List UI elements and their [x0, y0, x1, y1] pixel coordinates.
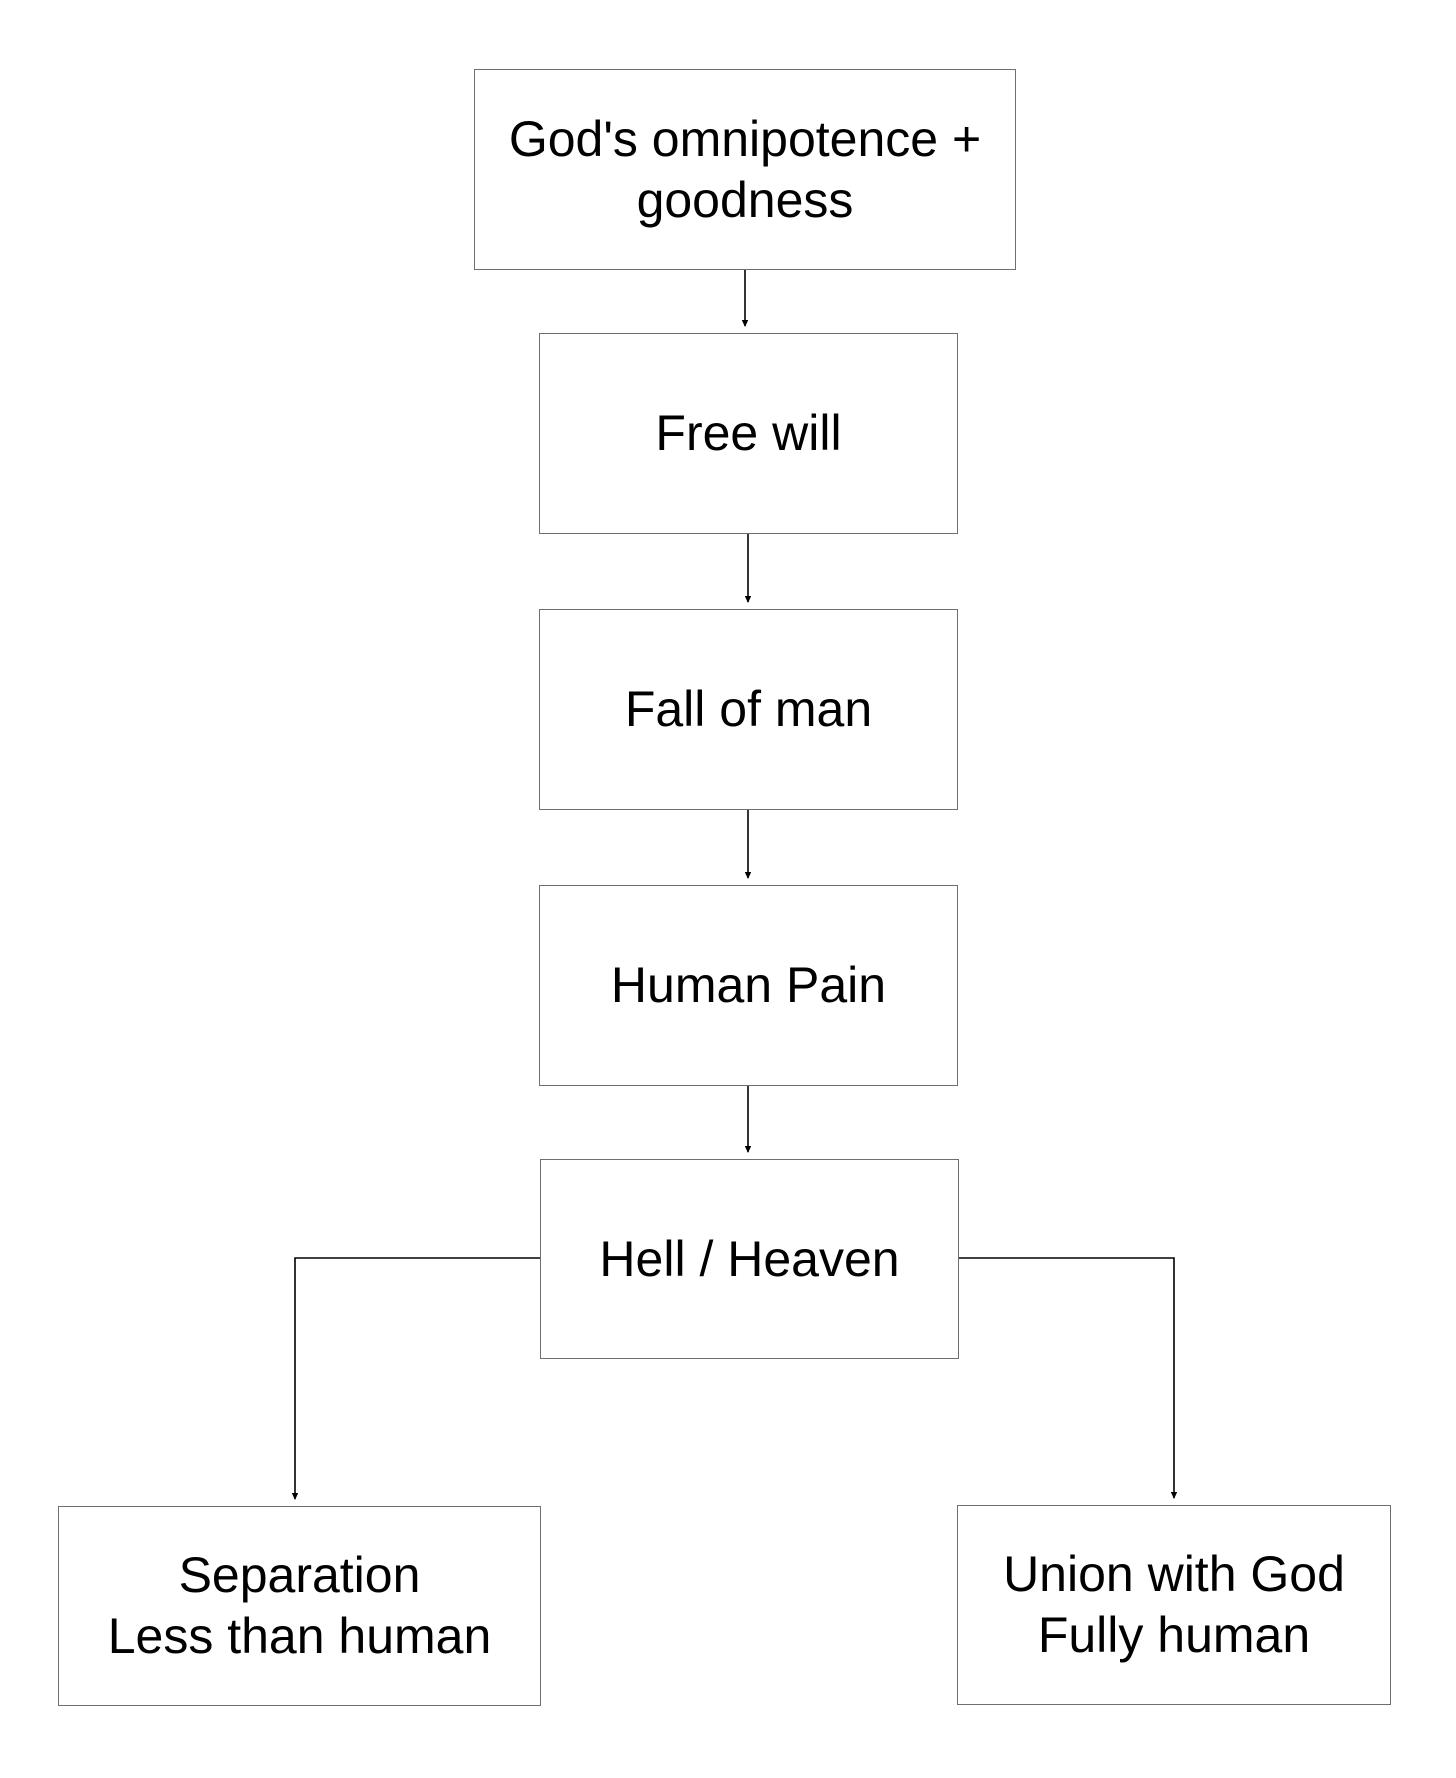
edge-hellheaven-to-separation: [291, 1257, 540, 1500]
node-free-will-label: Free will: [655, 405, 842, 461]
node-human-pain[interactable]: Human Pain: [539, 885, 958, 1086]
node-hell-heaven-label: Hell / Heaven: [599, 1230, 900, 1287]
node-free-will[interactable]: Free will: [539, 333, 958, 534]
node-fall-of-man[interactable]: Fall of man: [539, 609, 958, 810]
node-separation[interactable]: Separation Less than human: [58, 1506, 541, 1706]
edge-hellheaven-to-union: [959, 1257, 1178, 1499]
node-union-with-god-label: Union with God Fully human: [1003, 1546, 1345, 1663]
node-hell-heaven[interactable]: Hell / Heaven: [540, 1159, 959, 1359]
node-union-with-god[interactable]: Union with God Fully human: [957, 1505, 1391, 1705]
node-human-pain-label: Human Pain: [610, 957, 887, 1013]
node-separation-label: Separation Less than human: [107, 1547, 492, 1664]
node-fall-of-man-label: Fall of man: [624, 681, 873, 737]
node-premise-label: God's omnipotence + goodness: [508, 110, 982, 228]
node-premise[interactable]: God's omnipotence + goodness: [474, 69, 1016, 270]
